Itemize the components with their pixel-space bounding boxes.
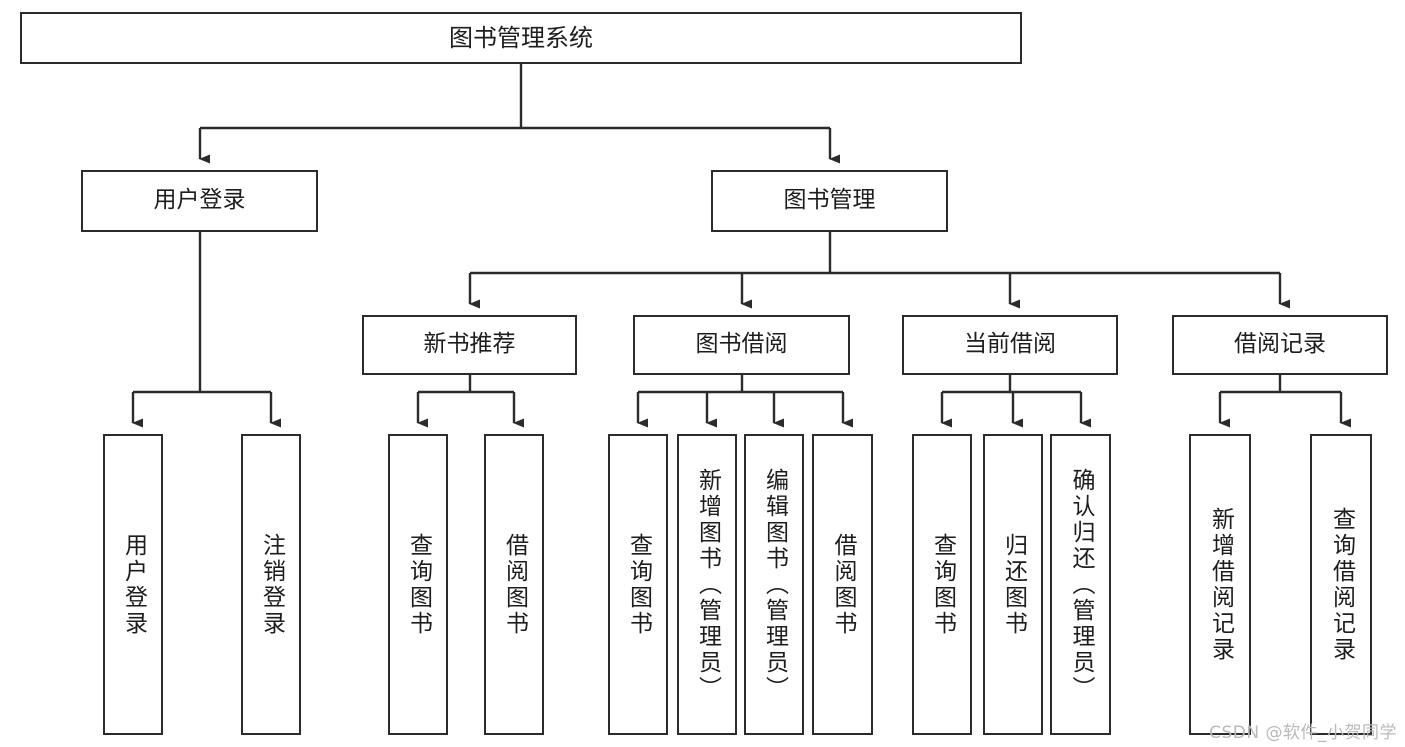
node-leaf-query-book-3-label: 查询图书 bbox=[929, 532, 956, 637]
node-leaf-confirm-return[interactable]: 确认归还（管理员） bbox=[1050, 434, 1111, 735]
node-leaf-borrow-book-1[interactable]: 借阅图书 bbox=[484, 434, 544, 735]
node-leaf-add-record[interactable]: 新增借阅记录 bbox=[1189, 434, 1251, 735]
node-leaf-borrow-book-1-label: 借阅图书 bbox=[501, 532, 528, 637]
node-leaf-query-book-1[interactable]: 查询图书 bbox=[388, 434, 448, 735]
node-user-login-label: 用户登录 bbox=[153, 187, 246, 214]
node-leaf-add-book-label: 新增图书（管理员） bbox=[694, 467, 721, 702]
node-leaf-confirm-return-label: 确认归还（管理员） bbox=[1068, 467, 1094, 702]
node-leaf-edit-book[interactable]: 编辑图书（管理员） bbox=[744, 434, 804, 735]
node-leaf-query-record-label: 查询借阅记录 bbox=[1328, 506, 1355, 663]
node-leaf-query-book-3[interactable]: 查询图书 bbox=[912, 434, 972, 735]
node-leaf-query-record[interactable]: 查询借阅记录 bbox=[1310, 434, 1372, 735]
node-book-borrow[interactable]: 图书借阅 bbox=[633, 315, 850, 375]
node-user-login[interactable]: 用户登录 bbox=[81, 170, 318, 232]
node-borrow-record[interactable]: 借阅记录 bbox=[1172, 315, 1388, 375]
node-borrow-record-label: 借阅记录 bbox=[1234, 331, 1326, 358]
watermark-label: CSDN @软件_小贺同学 bbox=[1209, 723, 1397, 743]
node-leaf-user-login[interactable]: 用户登录 bbox=[103, 434, 163, 735]
node-leaf-query-book-2[interactable]: 查询图书 bbox=[608, 434, 668, 735]
node-book-manage[interactable]: 图书管理 bbox=[711, 170, 948, 232]
node-leaf-borrow-book-2[interactable]: 借阅图书 bbox=[812, 434, 873, 735]
node-leaf-user-logout-label: 注销登录 bbox=[258, 532, 285, 637]
node-leaf-add-book[interactable]: 新增图书（管理员） bbox=[677, 434, 737, 735]
node-current-borrow[interactable]: 当前借阅 bbox=[902, 315, 1118, 375]
node-root-system-label: 图书管理系统 bbox=[449, 23, 593, 52]
node-leaf-query-book-1-label: 查询图书 bbox=[405, 532, 432, 637]
node-new-book-recommend-label: 新书推荐 bbox=[423, 331, 516, 358]
node-root-system[interactable]: 图书管理系统 bbox=[20, 12, 1022, 64]
node-book-manage-label: 图书管理 bbox=[783, 187, 876, 214]
node-leaf-user-login-label: 用户登录 bbox=[120, 532, 147, 637]
node-leaf-return-book-label: 归还图书 bbox=[1000, 532, 1027, 637]
node-leaf-return-book[interactable]: 归还图书 bbox=[983, 434, 1043, 735]
node-current-borrow-label: 当前借阅 bbox=[964, 331, 1056, 358]
node-leaf-user-logout[interactable]: 注销登录 bbox=[241, 434, 301, 735]
node-leaf-borrow-book-2-label: 借阅图书 bbox=[830, 532, 856, 637]
node-new-book-recommend[interactable]: 新书推荐 bbox=[362, 315, 577, 375]
node-book-borrow-label: 图书借阅 bbox=[695, 331, 788, 358]
node-leaf-edit-book-label: 编辑图书（管理员） bbox=[761, 467, 788, 702]
node-leaf-add-record-label: 新增借阅记录 bbox=[1207, 506, 1234, 663]
node-leaf-query-book-2-label: 查询图书 bbox=[625, 532, 652, 637]
